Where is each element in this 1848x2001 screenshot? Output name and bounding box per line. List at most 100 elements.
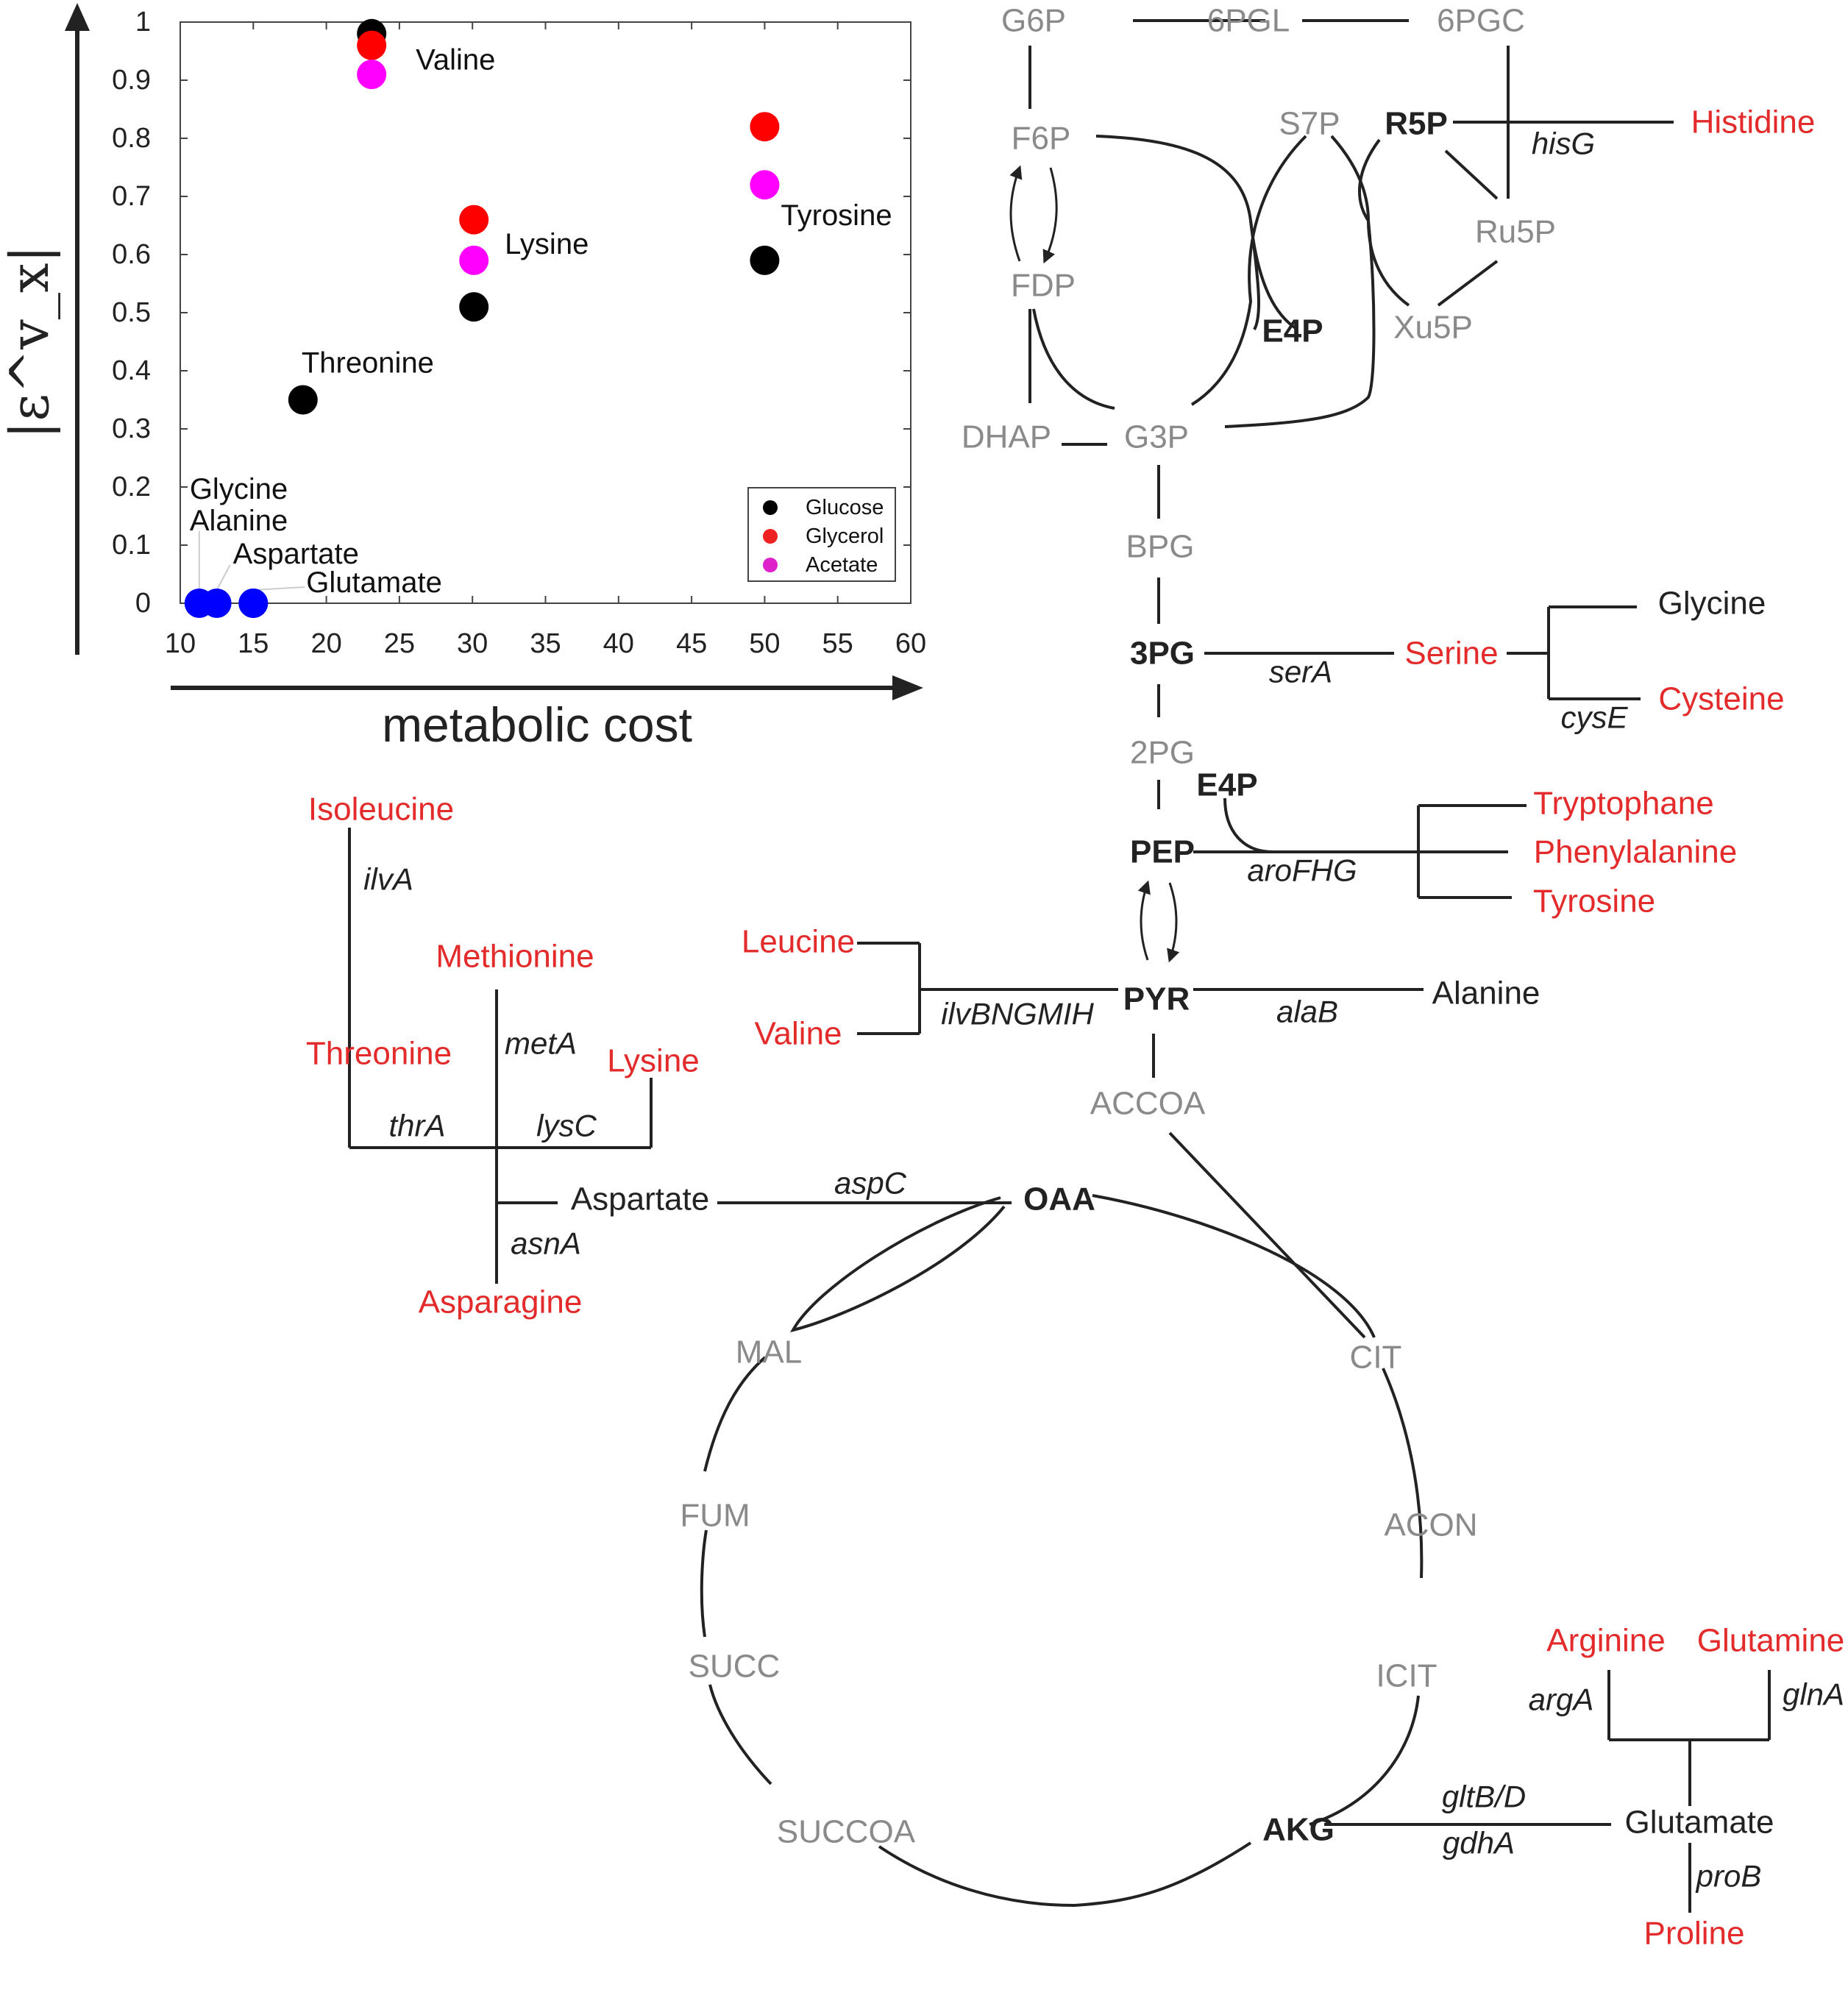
aa-lysine: Lysine — [607, 1043, 700, 1079]
aa-alanine: Alanine — [1432, 975, 1540, 1012]
gene-alaB: alaB — [1276, 995, 1338, 1029]
y-tick-label: 0.3 — [112, 413, 151, 444]
aa-glutamine: Glutamine — [1697, 1623, 1845, 1659]
aa-threonine: Threonine — [306, 1036, 452, 1072]
met-acon: ACON — [1384, 1507, 1477, 1543]
x-tick-label: 35 — [530, 628, 561, 659]
y-tick-label: 0.9 — [112, 65, 151, 96]
gene-aroFHG: aroFHG — [1247, 853, 1357, 888]
met-s7p: S7P — [1279, 106, 1340, 142]
point-label-valine: Valine — [416, 44, 495, 77]
point-label-aspartate: Aspartate — [233, 538, 359, 570]
point-acetate-lysine — [459, 245, 489, 275]
data-points — [184, 18, 780, 618]
met-6pgc: 6PGC — [1437, 3, 1525, 39]
y-tick-label: 0.4 — [112, 355, 151, 386]
gene-proB: proB — [1695, 1859, 1762, 1894]
x-tick-label: 55 — [822, 628, 853, 659]
met-g3p: G3P — [1124, 419, 1189, 455]
leader-line — [253, 586, 305, 591]
met-e4p-2: E4P — [1196, 767, 1257, 803]
aa-cysteine: Cysteine — [1658, 681, 1784, 717]
met-2pg: 2PG — [1130, 735, 1195, 771]
met-f6p: F6P — [1012, 121, 1071, 157]
gene-serA: serA — [1269, 655, 1332, 689]
y-axis-arrowhead — [65, 3, 90, 31]
x-tick-label: 50 — [749, 628, 780, 659]
met-succ: SUCC — [689, 1649, 781, 1685]
met-pyr: PYR — [1123, 981, 1190, 1017]
aa-methionine: Methionine — [436, 939, 594, 975]
gene-argA: argA — [1529, 1682, 1594, 1717]
pathway-genes: hisG serA cysE aroFHG alaB ilvBNGMIH ilv… — [363, 127, 1844, 1894]
point-label-lysine: Lysine — [505, 228, 589, 260]
aa-valine: Valine — [754, 1016, 842, 1052]
pathway-metabolites: G6P 6PGL 6PGC F6P S7P R5P Ru5P FDP E4P X… — [680, 3, 1556, 1850]
gene-lysC: lysC — [536, 1109, 597, 1143]
point-glycerol-tyrosine — [750, 112, 780, 142]
aa-isoleucine: Isoleucine — [308, 792, 454, 828]
legend: Glucose Glycerol Acetate — [747, 487, 896, 582]
gene-asnA: asnA — [511, 1226, 581, 1261]
gene-hisG: hisG — [1532, 127, 1595, 161]
x-axis-arrowhead — [892, 675, 923, 700]
gene-ilvA: ilvA — [363, 862, 413, 897]
aa-glycine: Glycine — [1658, 586, 1766, 622]
met-pep: PEP — [1130, 834, 1195, 870]
y-tick-label: 0.5 — [112, 297, 151, 328]
x-tick-label: 15 — [238, 628, 269, 659]
point-glucose-lysine — [459, 292, 489, 322]
y-axis-title: |ε^v_x| — [0, 245, 60, 438]
y-tick-label: 1 — [135, 7, 151, 38]
pathway-amino-acids: Histidine Serine Glycine Cysteine Trypto… — [306, 104, 1844, 1952]
y-tick-label: 0.8 — [112, 123, 151, 154]
met-bpg: BPG — [1126, 529, 1195, 565]
met-cit: CIT — [1350, 1340, 1402, 1376]
aa-serine: Serine — [1404, 636, 1498, 672]
point-label-threonine: Threonine — [302, 347, 434, 380]
legend-label-acetate: Acetate — [806, 553, 878, 577]
met-accoa: ACCOA — [1090, 1086, 1206, 1122]
aa-aspartate: Aspartate — [571, 1181, 709, 1218]
point-acetate-valine — [357, 60, 387, 90]
legend-marker-glucose — [763, 500, 778, 515]
point-label-glycine: Glycine — [190, 473, 288, 505]
aa-tyrosine: Tyrosine — [1533, 884, 1655, 920]
gene-thrA: thrA — [388, 1109, 445, 1143]
x-tick-label: 60 — [895, 628, 926, 659]
y-tick-label: 0.1 — [112, 530, 151, 561]
gene-metA: metA — [505, 1026, 577, 1061]
met-icit: ICIT — [1376, 1658, 1437, 1694]
point-label-alanine: Alanine — [190, 505, 288, 537]
y-tick-label: 0.7 — [112, 181, 151, 212]
legend-marker-acetate — [763, 558, 778, 572]
met-dhap: DHAP — [962, 419, 1051, 455]
point-label-tyrosine: Tyrosine — [781, 199, 892, 232]
met-succoa: SUCCOA — [777, 1814, 916, 1850]
met-mal: MAL — [736, 1334, 802, 1371]
point-glycerol-valine — [357, 30, 387, 60]
legend-label-glucose: Glucose — [806, 496, 884, 519]
x-tick-label: 10 — [165, 628, 196, 659]
met-3pg: 3PG — [1130, 636, 1195, 672]
x-tick-label: 40 — [603, 628, 634, 659]
met-fdp: FDP — [1011, 268, 1076, 304]
point-series-3-glutamate — [238, 589, 269, 618]
x-tick-label: 20 — [310, 628, 341, 659]
gene-aspC: aspC — [834, 1166, 907, 1201]
y-tick-label: 0.6 — [112, 239, 151, 270]
met-akg: AKG — [1262, 1812, 1335, 1848]
point-series-3-alanine — [202, 589, 232, 618]
gene-ilvBNGMIH: ilvBNGMIH — [941, 997, 1094, 1031]
legend-label-glycerol: Glycerol — [806, 525, 884, 548]
met-oaa: OAA — [1023, 1181, 1095, 1218]
pathway-edges — [348, 19, 1771, 1913]
aa-leucine: Leucine — [742, 924, 855, 960]
aa-histidine: Histidine — [1691, 104, 1816, 141]
point-glucose-threonine — [288, 385, 318, 415]
x-axis-title: metabolic cost — [382, 697, 692, 752]
aa-asparagine: Asparagine — [419, 1284, 583, 1321]
